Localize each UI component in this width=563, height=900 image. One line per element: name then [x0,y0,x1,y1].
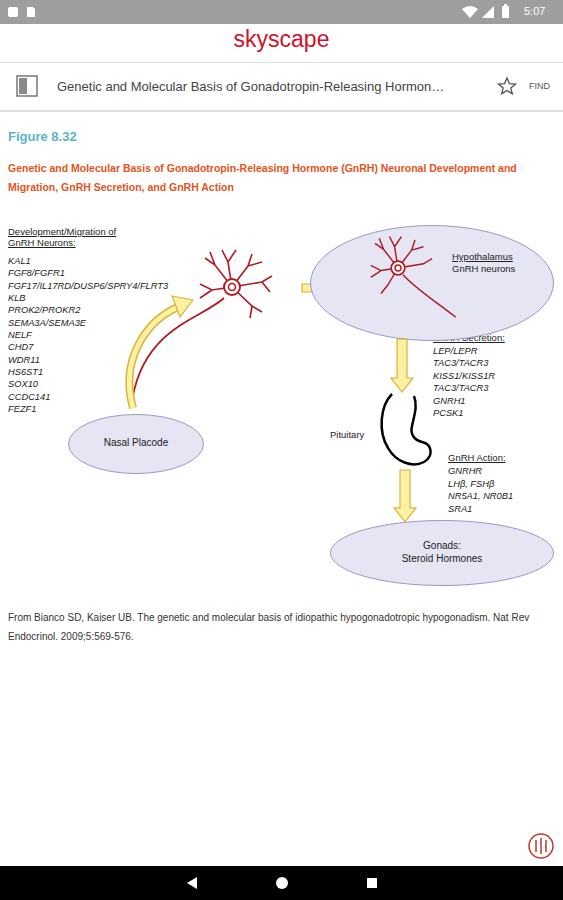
dendrites [200,250,272,318]
list-heading: GnRH Action: [448,452,506,463]
gene-name: KLB [8,293,26,304]
gene-name: SOX10 [8,379,38,390]
node-outline [310,225,554,341]
nav-back [187,877,197,889]
gene-name: PROK2/PROKR2 [8,305,80,316]
figure-caption: From Bianco SD, Kaiser UB. The genetic a… [8,608,556,646]
gene-name: GNRHR [448,466,482,477]
node-text: Pituitary [330,429,364,440]
nucleus [229,284,236,291]
gene-name: FEZF1 [8,404,36,415]
dendrites [371,237,456,318]
gene-name: FGF8/FGFR1 [8,268,65,279]
node-text: Hypothalamus [452,251,513,262]
gene-name: PCSK1 [433,408,464,419]
gene-name: SEMA3A/SEMA3E [8,318,86,329]
battery-icon [502,6,509,18]
node-outline [378,392,434,470]
nav-home [276,877,288,889]
gnrh-neuron [371,237,456,318]
ellipse-outline [331,521,554,586]
gene-name: LEP/LEPR [433,346,477,357]
list-heading: Development/Migration of GnRH Neurons: [8,226,118,249]
toolbar-button: FIND [529,81,550,92]
figure-title: Genetic and Molecular Basis of Gonadotro… [8,159,556,197]
gene-name: LHβ, FSHβ [448,479,494,490]
migration-arrow [129,307,178,408]
gene-name: CHD7 [8,342,33,353]
app-logo [536,838,546,854]
status-icon [8,7,18,17]
placode-ellipse: Nasal Placode [68,414,204,474]
soma [224,279,240,295]
gene-name: NR5A1, NR0B1 [448,491,513,502]
toolbar-shadow [0,110,563,112]
figure-number: Figure 8.32 [8,129,77,145]
wifi-icon [462,6,478,18]
node-text: Gonads: [330,540,554,552]
ellipse-outline [311,226,554,341]
soma [391,261,405,275]
migration-arrow [129,307,178,408]
gene-name: GNRH1 [433,396,466,407]
gene-name: TAC3/TACR3 [433,358,488,369]
nav-recent [367,878,377,888]
flow-arrow [391,339,413,392]
status-icon [27,7,35,17]
hypothalamus-ellipse: HypothalamusGnRH neurons [310,225,554,341]
gene-name: SRA1 [448,504,472,515]
battery-icon [504,4,507,6]
status-time: 5:07 [524,5,545,18]
gene-name: FGF17/IL17RD/DUSP6/SPRY4/FLRT3 [8,281,168,292]
node-text: GnRH neurons [452,263,515,274]
pituitary-shape: Pituitary [378,392,434,470]
gene-name: NELF [8,330,32,341]
star-icon [499,78,516,94]
node-text: Steroid Hormones [330,553,554,565]
axon [131,298,224,408]
book-icon [17,76,37,96]
node-text: Nasal Placode [68,437,204,449]
gene-name: KISS1/KISS1R [433,371,495,382]
pituitary-outline [382,394,431,464]
toolbar-title: Genetic and Molecular Basis of Gonadotro… [57,79,487,95]
gene-name: HS6ST1 [8,367,43,378]
app-logo [529,834,553,858]
signal-icon [482,6,494,18]
gene-name: WDR11 [8,355,40,366]
flow-arrow [394,470,416,522]
status-bar [0,0,563,24]
ellipse-outline [69,415,204,474]
gene-name: TAC3/TACR3 [433,383,488,394]
gene-name: CCDC141 [8,392,50,403]
nucleus [395,265,401,271]
nav-bar [0,866,563,900]
gnrh-neuron [200,250,272,318]
book-icon [19,78,27,94]
migration-arrowhead [172,296,193,317]
separator [0,62,563,63]
app-logo-text: skyscape [0,26,563,54]
app-header [0,24,563,62]
gene-name: KAL1 [8,256,31,267]
gonads-ellipse: Gonads:Steroid Hormones [330,520,554,586]
